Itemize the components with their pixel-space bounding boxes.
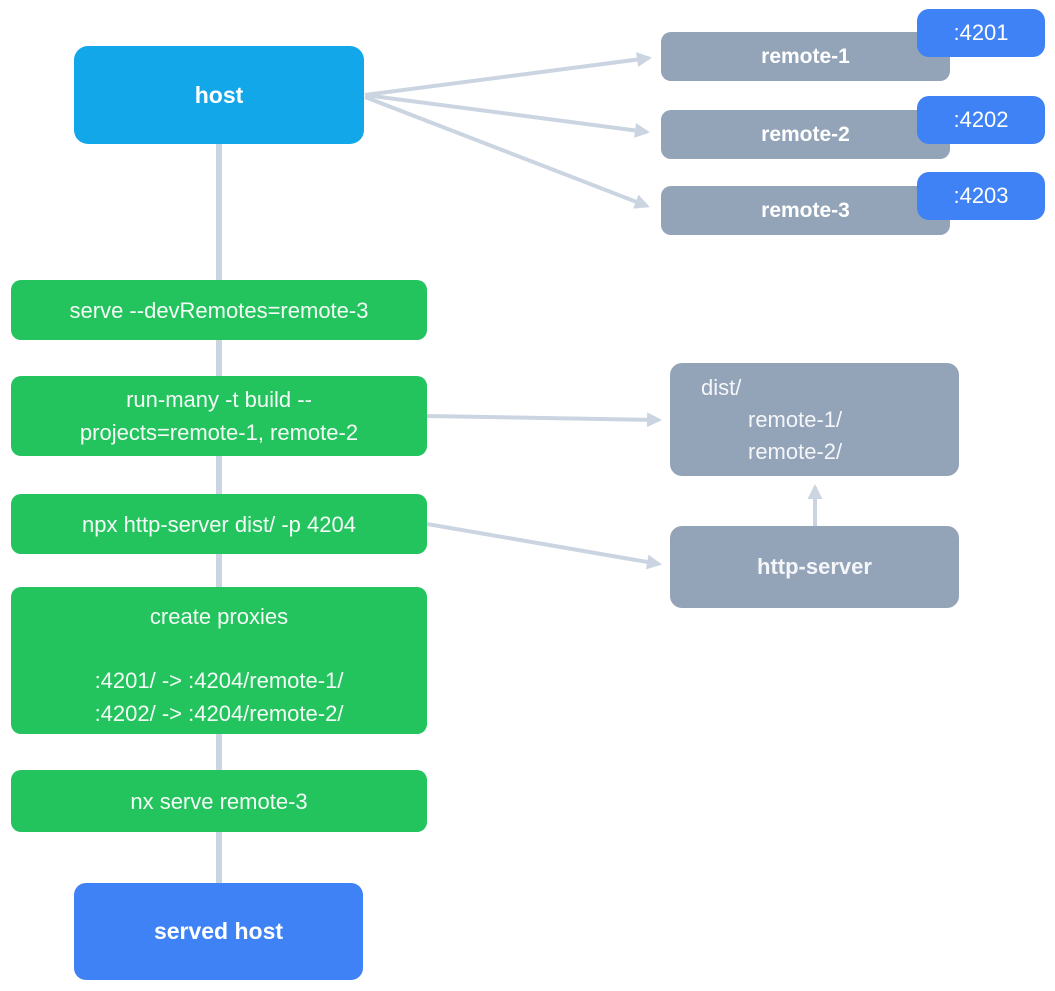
remote-1-label: remote-1	[761, 44, 850, 68]
dist-child-remote-1: remote-1/	[748, 406, 843, 432]
arrow-httpcmd-to-httpserver	[426, 522, 662, 570]
proxy-mapping-2: :4202/ -> :4204/remote-2/	[94, 701, 344, 726]
command-npx-http-server: npx http-server dist/ -p 4204	[11, 494, 427, 554]
port-4202-label: :4202	[953, 107, 1009, 132]
port-4203-label: :4203	[953, 183, 1009, 208]
dist-root-label: dist/	[701, 374, 742, 400]
served-host-label: served host	[153, 918, 284, 944]
dist-child-remote-2: remote-2/	[748, 438, 843, 464]
port-4201-label: :4201	[953, 20, 1009, 45]
port-badge-4201: :4201	[917, 9, 1045, 57]
arrow-host-to-remote-1	[364, 52, 652, 97]
http-server-label: http-server	[757, 554, 872, 579]
command-nx-serve-remote-3: nx serve remote-3	[11, 770, 427, 832]
served-host-node: served host	[74, 883, 363, 980]
run-many-line-2: projects=remote-1, remote-2	[79, 420, 359, 445]
remote-3-node: remote-3	[661, 186, 950, 235]
arrow-build-to-dist	[426, 412, 662, 428]
npx-http-server-text: npx http-server dist/ -p 4204	[82, 511, 356, 537]
remote-3-label: remote-3	[761, 198, 850, 222]
create-proxies-title: create proxies	[149, 604, 289, 629]
dist-folder-node: dist/ remote-1/ remote-2/	[670, 363, 959, 476]
arrow-host-to-remote-2	[364, 93, 650, 138]
port-badge-4202: :4202	[917, 96, 1045, 144]
serve-devremotes-text: serve --devRemotes=remote-3	[69, 297, 369, 323]
host-label: host	[194, 81, 244, 108]
command-create-proxies: create proxies :4201/ -> :4204/remote-1/…	[11, 587, 427, 734]
remote-2-label: remote-2	[761, 122, 850, 146]
host-node: host	[74, 46, 364, 144]
command-run-many-build: run-many -t build -- projects=remote-1, …	[11, 376, 427, 456]
remote-2-node: remote-2	[661, 110, 950, 159]
http-server-node: http-server	[670, 526, 959, 608]
arrow-host-to-remote-3	[364, 95, 650, 209]
proxy-mappings: :4201/ -> :4204/remote-1/ :4202/ -> :420…	[95, 664, 344, 730]
run-many-line-1: run-many -t build --	[126, 387, 312, 412]
command-serve-devremotes: serve --devRemotes=remote-3	[11, 280, 427, 340]
nx-serve-text: nx serve remote-3	[130, 788, 308, 814]
remote-1-node: remote-1	[661, 32, 950, 81]
proxy-mapping-1: :4201/ -> :4204/remote-1/	[94, 668, 344, 693]
port-badge-4203: :4203	[917, 172, 1045, 220]
